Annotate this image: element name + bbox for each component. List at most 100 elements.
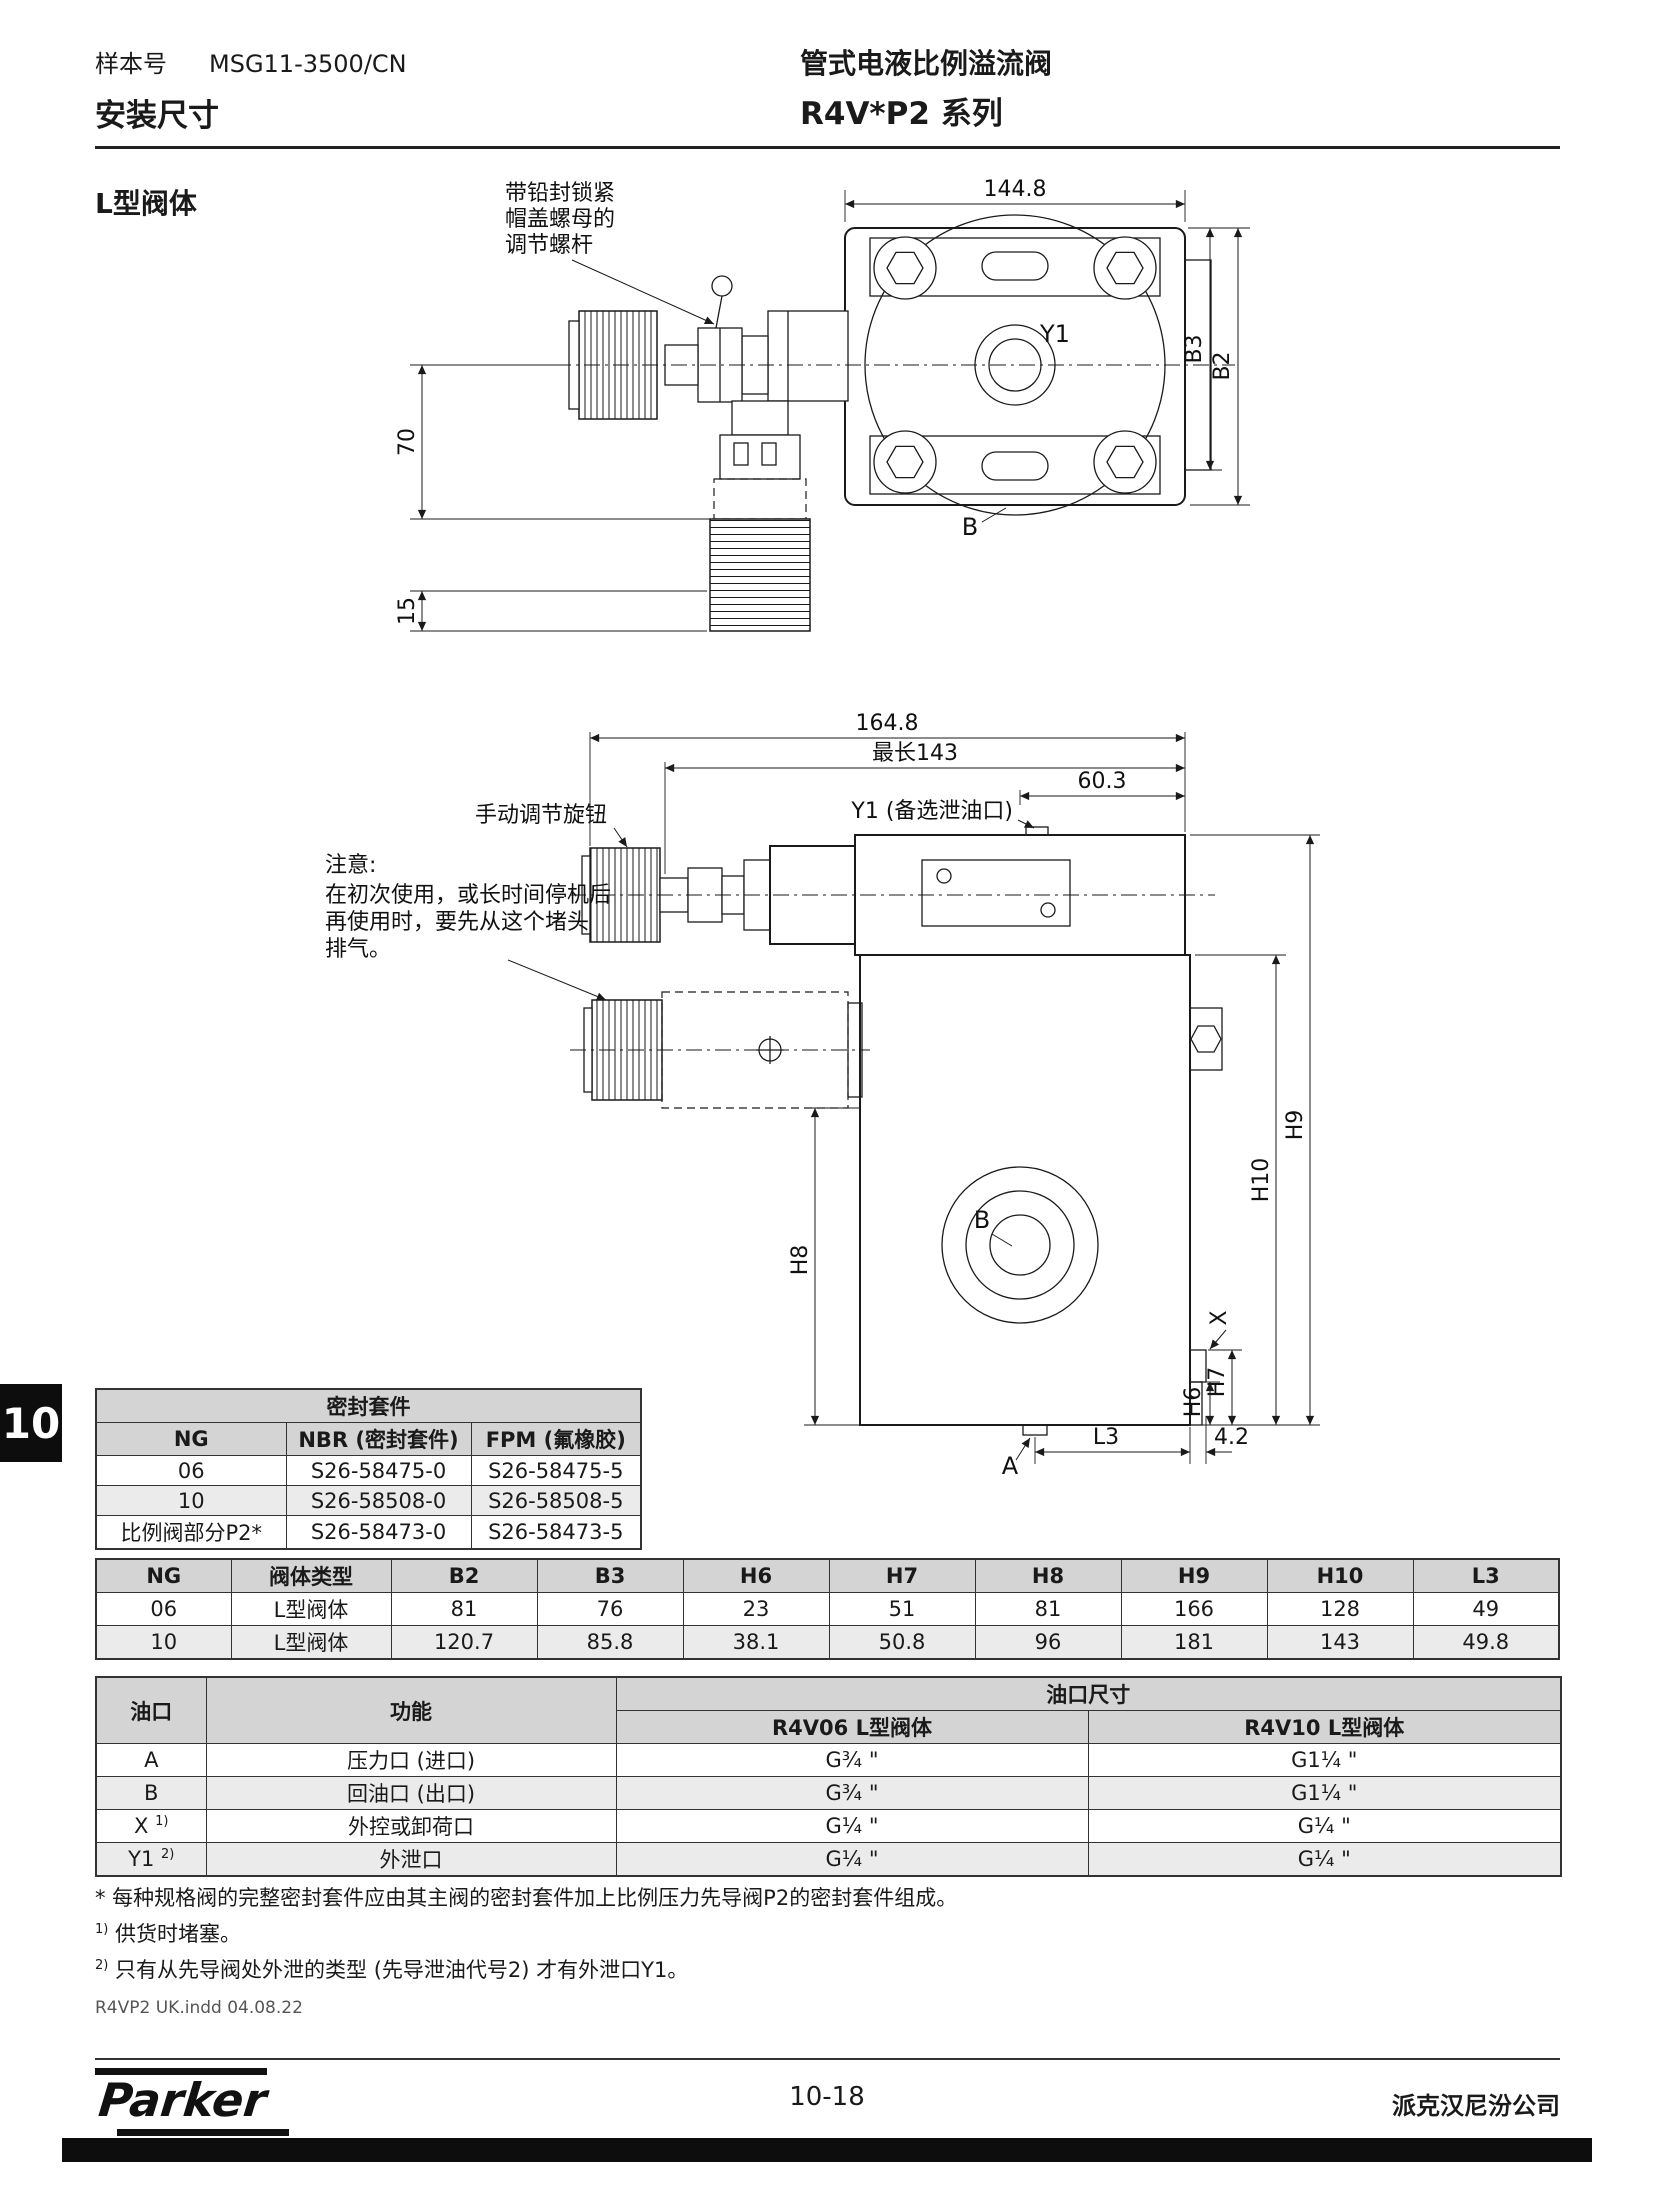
footer-rule xyxy=(95,2058,1560,2060)
dim-label-144-8: 144.8 xyxy=(984,177,1047,202)
dim-cell: 49 xyxy=(1412,1592,1560,1626)
dim-cell: 166 xyxy=(1120,1592,1268,1626)
dim-cell: 38.1 xyxy=(682,1625,830,1660)
port-header-cell: R4V06 L型阀体 xyxy=(615,1710,1089,1744)
product-series: R4V*P2 系列 xyxy=(800,96,1003,132)
svg-text:排气。: 排气。 xyxy=(325,937,391,962)
table-row: 06 L型阀体 81 76 23 51 81 166 128 49 xyxy=(95,1592,1560,1626)
dim-164-8: 164.8 xyxy=(589,711,1186,846)
port-cell: 压力口 (进口) xyxy=(205,1743,617,1777)
svg-text:A: A xyxy=(1002,1452,1019,1480)
dimension-table: NG 阀体类型 B2 B3 H6 H7 H8 H9 H10 L3 06 L型阀体… xyxy=(95,1558,1560,1660)
dim-label-b3: B3 xyxy=(1182,334,1207,363)
dim-header-cell: 阀体类型 xyxy=(230,1558,392,1593)
footnote: * 每种规格阀的完整密封套件应由其主阀的密封套件加上比例压力先导阀P2的密封套件… xyxy=(95,1886,958,1910)
dim-70-15: 70 15 xyxy=(395,364,718,632)
footnotes: * 每种规格阀的完整密封套件应由其主阀的密封套件加上比例压力先导阀P2的密封套件… xyxy=(95,1878,957,1986)
annotation-line: 调节螺杆 xyxy=(505,233,593,258)
table-row: Y1 2) 外泄口 G¼ " G¼ " xyxy=(95,1842,1562,1877)
seal-header-cell: NG xyxy=(95,1422,287,1456)
seal-cell: 比例阀部分P2* xyxy=(95,1515,287,1550)
dim-cell: 81 xyxy=(390,1592,538,1626)
table-row: 10 L型阀体 120.7 85.8 38.1 50.8 96 181 143 … xyxy=(95,1625,1560,1660)
dim-header-cell: H6 xyxy=(682,1558,830,1593)
dim-cell: 76 xyxy=(536,1592,684,1626)
seal-kit-table: 密封套件 NG NBR (密封套件) FPM (氟橡胶) 06 S26-5847… xyxy=(95,1388,643,1550)
imprint: R4VP2 UK.indd 04.08.22 xyxy=(95,1998,303,2018)
svg-text:B: B xyxy=(974,1206,990,1234)
doc-number-row: 样本号 MSG11-3500/CN xyxy=(95,44,407,79)
dim-cell: 23 xyxy=(682,1592,830,1626)
dim-cell: 143 xyxy=(1266,1625,1414,1660)
solenoid-assembly-top xyxy=(568,275,849,632)
label-manual-knob: 手动调节旋钮 xyxy=(475,803,628,848)
table-row: 10 S26-58508-0 S26-58508-5 xyxy=(95,1485,642,1516)
table-row: B 回油口 (出口) G¾ " G1¼ " xyxy=(95,1776,1562,1810)
main-valve-body xyxy=(859,954,1223,1436)
port-cell: 外泄口 xyxy=(205,1842,617,1877)
seal-table-title: 密封套件 xyxy=(95,1388,642,1423)
port-cell: G¼ " xyxy=(615,1809,1089,1843)
logo-top-bar xyxy=(95,2068,267,2075)
dim-label-60-3: 60.3 xyxy=(1078,769,1127,794)
port-cell: A xyxy=(95,1743,207,1777)
seal-cell: S26-58508-0 xyxy=(285,1485,472,1516)
dim-cell: 85.8 xyxy=(536,1625,684,1660)
doc-number: MSG11-3500/CN xyxy=(209,50,407,78)
dim-cell: 51 xyxy=(828,1592,976,1626)
dim-cell: 49.8 xyxy=(1412,1625,1560,1660)
dim-cell: 81 xyxy=(974,1592,1122,1626)
svg-text:H10: H10 xyxy=(1249,1158,1274,1203)
port-cell: G¼ " xyxy=(1087,1842,1562,1877)
dim-h9: H9 xyxy=(1190,834,1320,1426)
port-cell: G1¼ " xyxy=(1087,1743,1562,1777)
dim-label-max143: 最长143 xyxy=(872,741,958,766)
port-b-label: B xyxy=(962,507,1007,541)
dim-max-143: 最长143 xyxy=(664,741,1185,874)
dim-cell: L型阀体 xyxy=(230,1592,392,1626)
dim-x: X xyxy=(1207,1310,1232,1350)
annotation-line: 带铅封锁紧 xyxy=(505,181,615,206)
table-row: X 1) 外控或卸荷口 G¼ " G¼ " xyxy=(95,1809,1562,1843)
dim-cell: 181 xyxy=(1120,1625,1268,1660)
svg-text:H9: H9 xyxy=(1283,1110,1308,1141)
technical-drawings: 144.8 B3 B2 70 15 带 xyxy=(325,177,1320,1480)
dim-label-b2: B2 xyxy=(1210,351,1235,380)
dim-h10: H10 xyxy=(1195,954,1286,1425)
port-header-cell: 油口 xyxy=(95,1676,207,1744)
dim-cell: L型阀体 xyxy=(230,1625,392,1660)
seal-cell: S26-58475-0 xyxy=(285,1455,472,1486)
table-row: 06 S26-58475-0 S26-58475-5 xyxy=(95,1455,642,1486)
label-y1-optional-drain: Y1 (备选泄油口) xyxy=(850,799,1035,829)
footnote: 2) 只有从先导阀处外泄的类型 (先导泄油代号2) 才有外泄口Y1。 xyxy=(95,1958,689,1982)
dim-cell: 128 xyxy=(1266,1592,1414,1626)
port-cell: B xyxy=(95,1776,207,1810)
annotation-line: 帽盖螺母的 xyxy=(505,207,615,232)
adjust-screw-annotation: 带铅封锁紧 帽盖螺母的 调节螺杆 xyxy=(505,181,715,325)
port-cell: G¾ " xyxy=(615,1743,1089,1777)
header-rule xyxy=(95,146,1560,149)
port-cell: Y1 2) xyxy=(95,1842,207,1877)
svg-text:再使用时，要先从这个堵头: 再使用时，要先从这个堵头 xyxy=(325,910,589,935)
doc-number-label: 样本号 xyxy=(95,50,167,78)
svg-text:手动调节旋钮: 手动调节旋钮 xyxy=(475,803,607,828)
company-name: 派克汉尼汾公司 xyxy=(1392,2092,1560,2120)
port-cell: X 1) xyxy=(95,1809,207,1843)
dim-header-cell: NG xyxy=(95,1558,232,1593)
dim-h8: H8 xyxy=(788,1107,860,1426)
bottom-bar xyxy=(62,2138,1592,2162)
svg-text:B: B xyxy=(962,513,978,541)
port-header-cell: R4V10 L型阀体 xyxy=(1087,1710,1562,1744)
svg-text:X: X xyxy=(1207,1310,1232,1325)
port-cell: G¼ " xyxy=(615,1842,1089,1877)
page-title: 安装尺寸 xyxy=(95,98,219,134)
port-cell: 外控或卸荷口 xyxy=(205,1809,617,1843)
dim-cell: 50.8 xyxy=(828,1625,976,1660)
dim-header-cell: H9 xyxy=(1120,1558,1268,1593)
dim-header-cell: B3 xyxy=(536,1558,684,1593)
seal-cell: S26-58473-5 xyxy=(470,1515,642,1550)
dim-b3-b2: B3 B2 xyxy=(1182,227,1250,506)
svg-text:L3: L3 xyxy=(1093,1425,1119,1450)
page-number: 10-18 xyxy=(789,2082,865,2112)
proportional-solenoid-assembly xyxy=(570,991,870,1109)
